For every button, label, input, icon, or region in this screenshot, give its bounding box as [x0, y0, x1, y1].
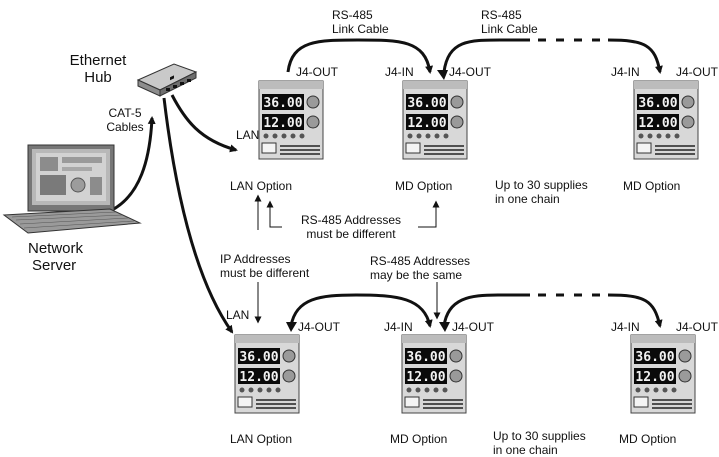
- top-lan-caption: LAN Option: [230, 179, 293, 193]
- ethernet-hub-label: Ethernet Hub: [69, 52, 127, 86]
- top-lan-label: LAN: [236, 128, 260, 142]
- psu-bottom-md-1: 36.00 12.00: [401, 334, 467, 414]
- power-supply-icon: 36.00 12.00: [633, 80, 699, 160]
- top-chain-note: Up to 30 supplies in one chain: [495, 178, 588, 206]
- psu-top-lan: 36.00 12.00: [258, 80, 324, 160]
- top-md2-port-out: J4-OUT: [676, 65, 718, 79]
- psu-bottom-md-2: 36.00 12.00: [630, 334, 696, 414]
- bottom-link-cable-2a: [442, 293, 530, 327]
- voltage-display: 36.00: [406, 350, 445, 365]
- rs485-must-differ-label: RS-485 Addresses must be different: [300, 213, 402, 241]
- bottom-md2-port-out: J4-OUT: [676, 320, 718, 334]
- cat5-cables-label: CAT-5 Cables: [106, 106, 144, 134]
- rs485-link-cable-label-1: RS-485 Link Cable: [332, 8, 389, 36]
- power-supply-icon: 36.00 12.00: [401, 334, 467, 414]
- top-md2-caption: MD Option: [623, 179, 681, 193]
- psu-top-md-1: 36.00 12.00: [402, 80, 468, 160]
- top-md1-caption: MD Option: [395, 179, 453, 193]
- bottom-lan-label: LAN: [226, 308, 250, 322]
- voltage-display: 36.00: [263, 96, 302, 111]
- ethernet-hub-icon: [136, 63, 198, 97]
- top-lan-port-out: J4-OUT: [296, 65, 338, 79]
- network-server-label: Network Server: [28, 240, 84, 274]
- psu-top-md-2: 36.00 12.00: [633, 80, 699, 160]
- cat5-cable-hub-to-bottom-lan: [162, 97, 234, 334]
- bottom-link-cable-2b: [607, 293, 663, 328]
- current-display: 12.00: [406, 370, 445, 385]
- current-display: 12.00: [407, 116, 446, 131]
- top-link-cable-2b: [607, 38, 663, 74]
- power-supply-icon: 36.00 12.00: [402, 80, 468, 160]
- top-md1-port-out: J4-OUT: [449, 65, 491, 79]
- bottom-link-cable-1: [289, 293, 433, 328]
- power-supply-icon: 36.00 12.00: [630, 334, 696, 414]
- bottom-lan-port-out: J4-OUT: [298, 320, 340, 334]
- bottom-lan-caption: LAN Option: [230, 432, 293, 446]
- bottom-link-cable-2-start-arrow: [439, 322, 450, 332]
- current-display: 12.00: [263, 116, 302, 131]
- cat5-cable-server-to-hub: [111, 116, 156, 212]
- bottom-link-cable-1-start-arrow: [286, 322, 297, 332]
- power-supply-icon: 36.00 12.00: [234, 334, 300, 414]
- network-server-computer-icon: [2, 144, 142, 234]
- top-md2-port-in: J4-IN: [611, 65, 640, 79]
- bottom-md1-port-in: J4-IN: [384, 320, 413, 334]
- rs485-bracket-right: [418, 200, 440, 228]
- current-display: 12.00: [239, 370, 278, 385]
- current-display: 12.00: [635, 370, 674, 385]
- voltage-display: 36.00: [635, 350, 674, 365]
- power-supply-icon: 36.00 12.00: [258, 80, 324, 160]
- voltage-display: 36.00: [638, 96, 677, 111]
- top-link-cable-2-start-arrow: [437, 70, 448, 80]
- current-display: 12.00: [638, 116, 677, 131]
- ip-must-differ-label: IP Addresses must be different: [220, 252, 310, 280]
- top-link-cable-2a: [442, 38, 530, 73]
- voltage-display: 36.00: [407, 96, 446, 111]
- bottom-md1-port-out: J4-OUT: [452, 320, 494, 334]
- top-md1-port-in: J4-IN: [385, 65, 414, 79]
- psu-bottom-lan: 36.00 12.00: [234, 334, 300, 414]
- rs485-may-same-label: RS-485 Addresses may be the same: [370, 254, 471, 282]
- cat5-cable-hub-to-top-lan: [170, 94, 238, 153]
- bottom-md2-port-in: J4-IN: [611, 320, 640, 334]
- voltage-display: 36.00: [239, 350, 278, 365]
- rs485-bracket-left: [266, 200, 282, 228]
- top-link-cable-1: [286, 38, 434, 74]
- rs485-link-cable-label-2: RS-485 Link Cable: [481, 8, 538, 36]
- bottom-chain-note: Up to 30 supplies in one chain: [493, 429, 586, 457]
- bottom-md1-caption: MD Option: [390, 432, 448, 446]
- bottom-md2-caption: MD Option: [619, 432, 677, 446]
